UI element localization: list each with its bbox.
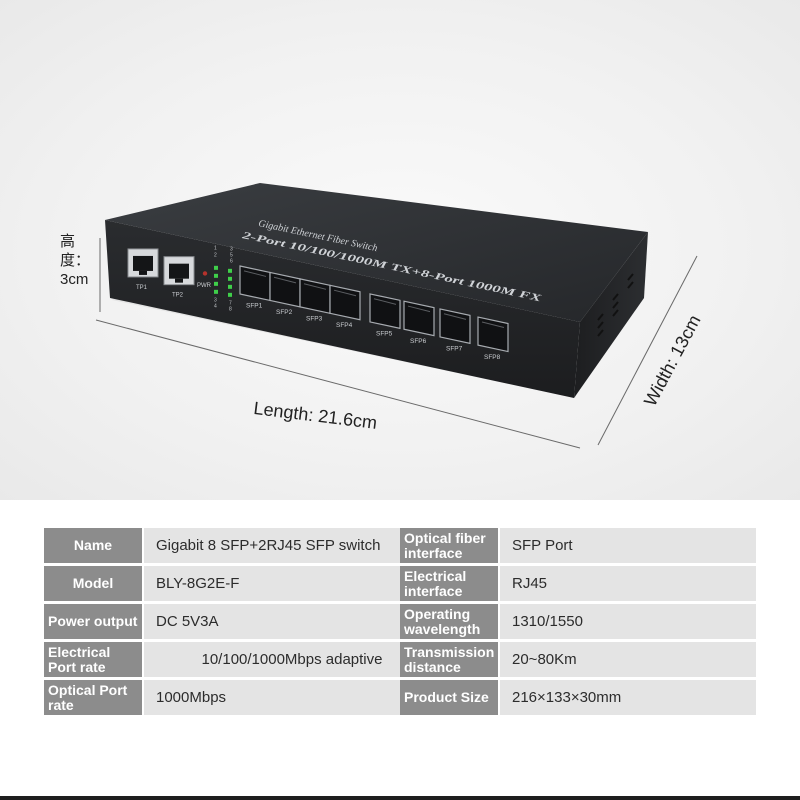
- sfp-port-rail: [303, 283, 327, 290]
- spec-label: Optical fiber interface: [400, 528, 498, 563]
- sfp-port: [403, 300, 435, 337]
- spec-label: Power output: [44, 604, 142, 639]
- status-led: [214, 281, 218, 286]
- spec-row: Power output DC 5V3A Operating wavelengt…: [44, 604, 756, 639]
- status-led: [228, 284, 232, 289]
- led-number-label: 3: [230, 246, 233, 252]
- led-number-label: 1: [214, 245, 217, 251]
- spec-value: Gigabit 8 SFP+2RJ45 SFP switch: [144, 528, 440, 563]
- spec-value: 10/100/1000Mbps adaptive: [144, 642, 440, 677]
- device-top-face: [105, 183, 648, 322]
- height-dimension-label: 高度：3cm: [60, 233, 91, 288]
- sfp-port-rail: [481, 321, 505, 329]
- sfp-port-rail: [373, 298, 397, 305]
- spec-row: Model BLY-8G2E-F Electrical interface RJ…: [44, 566, 756, 601]
- spec-value: SFP Port: [500, 528, 756, 563]
- switch-device-image: Gigabit Ethernet Fiber Switch 2-Port 10/…: [95, 183, 698, 449]
- spec-label: Name: [44, 528, 142, 563]
- sfp-port-rail: [243, 270, 267, 277]
- spec-label: Operating wavelength: [400, 604, 498, 639]
- rj45-port-label: TP2: [172, 293, 184, 299]
- sfp-port-label: SFP5: [376, 331, 393, 338]
- sfp-port-label: SFP7: [446, 346, 463, 353]
- spec-row: Electrical Port rate 10/100/1000Mbps ada…: [44, 642, 756, 677]
- spec-label: Product Size: [400, 680, 498, 715]
- spec-label: Transmission distance: [400, 642, 498, 677]
- sfp-port-label: SFP1: [246, 303, 263, 310]
- led-number-label: 2: [214, 252, 217, 258]
- spec-label: Optical Port rate: [44, 680, 142, 715]
- sfp-port: [439, 308, 471, 345]
- spec-value: RJ45: [500, 566, 756, 601]
- device-right-face: [574, 232, 648, 398]
- led-number-label: 6: [230, 258, 233, 264]
- pwr-led: [202, 271, 208, 276]
- spec-value: BLY-8G2E-F: [144, 566, 440, 601]
- led-number-label: 3: [214, 297, 217, 303]
- rj45-port-notch: [175, 278, 183, 283]
- spec-value: 1000Mbps: [144, 680, 440, 715]
- status-led: [228, 268, 232, 273]
- sfp-port-rail: [333, 289, 357, 297]
- bottom-rule: [0, 796, 800, 800]
- sfp-port: [329, 284, 361, 321]
- spec-value: DC 5V3A: [144, 604, 440, 639]
- led-number-label: 7: [229, 301, 232, 307]
- rj45-port-label: TP1: [136, 285, 148, 291]
- status-led: [228, 276, 232, 281]
- led-number-label: 8: [229, 307, 232, 313]
- sfp-port-rail: [443, 313, 467, 320]
- sfp-port-label: SFP6: [410, 338, 427, 345]
- spec-label: Model: [44, 566, 142, 601]
- spec-label: Electrical Port rate: [44, 642, 142, 677]
- dimension-lines: [95, 238, 698, 449]
- status-led: [228, 292, 232, 297]
- spec-value: 216×133×30mm: [500, 680, 756, 715]
- rj45-port-opening: [133, 255, 153, 271]
- spec-value: 20~80Km: [500, 642, 756, 677]
- spec-row: Name Gigabit 8 SFP+2RJ45 SFP switch Opti…: [44, 528, 756, 563]
- product-photo: Gigabit Ethernet Fiber Switch 2-Port 10/…: [0, 0, 800, 500]
- spec-label: Electrical interface: [400, 566, 498, 601]
- spec-row: Optical Port rate 1000Mbps Product Size …: [44, 680, 756, 715]
- status-led: [214, 273, 218, 278]
- sfp-port-rail: [273, 276, 297, 284]
- led-number-label: 5: [230, 252, 233, 258]
- led-number-label: 4: [214, 303, 217, 309]
- sfp-port: [369, 293, 401, 330]
- rj45-port-notch: [139, 270, 147, 275]
- sfp-port-label: SFP4: [336, 322, 353, 329]
- sfp-port: [477, 316, 509, 353]
- sfp-port-label: SFP2: [276, 309, 293, 316]
- sfp-port-rail: [407, 305, 431, 313]
- status-led: [214, 289, 218, 294]
- side-vents: [597, 273, 634, 337]
- status-led: [214, 265, 218, 270]
- sfp-port-label: SFP3: [306, 316, 323, 323]
- rj45-port-opening: [169, 263, 189, 279]
- pwr-label: PWR: [197, 283, 212, 289]
- spec-value: 1310/1550: [500, 604, 756, 639]
- sfp-port-label: SFP8: [484, 354, 501, 361]
